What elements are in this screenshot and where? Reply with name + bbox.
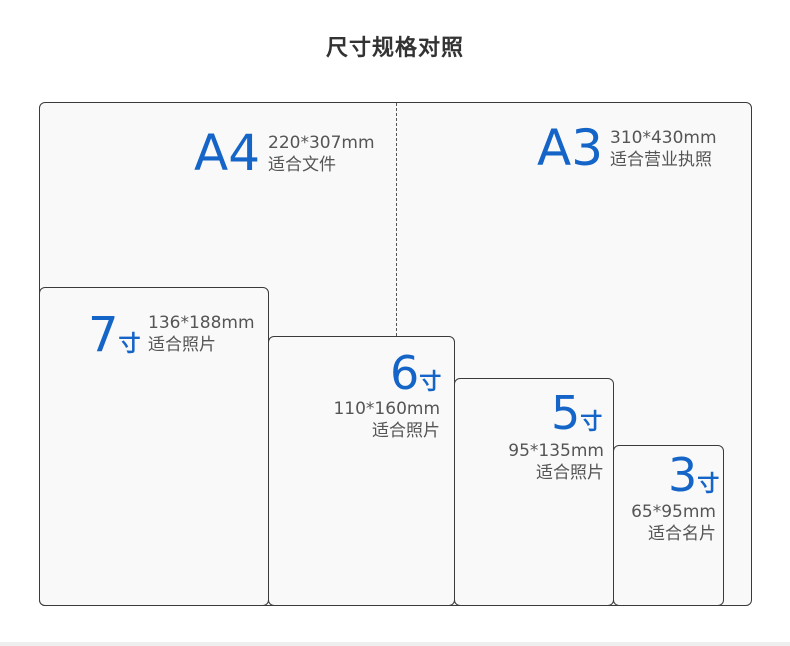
size-3-label: 3寸 — [668, 448, 720, 502]
a4-use: 适合文件 — [268, 155, 336, 175]
size-6-info: 110*160mm 适合照片 — [310, 398, 440, 442]
a3-label: A3 — [537, 119, 604, 177]
size-7-info: 136*188mm 适合照片 — [148, 312, 255, 356]
a4-boundary-dashed-line — [396, 103, 397, 336]
size-3-use: 适合名片 — [648, 524, 716, 544]
size-7-dims: 136*188mm — [148, 313, 255, 333]
a4-dims: 220*307mm — [268, 133, 375, 153]
size-3-dims: 65*95mm — [631, 502, 716, 522]
a3-dims: 310*430mm — [610, 128, 717, 148]
bottom-divider — [0, 642, 790, 646]
size-3-box — [613, 445, 724, 606]
size-7-label: 7寸 — [88, 307, 141, 363]
a4-label: A4 — [194, 124, 261, 182]
a3-use: 适合营业执照 — [610, 150, 712, 170]
size-6-dims: 110*160mm — [333, 399, 440, 419]
size-5-use: 适合照片 — [536, 463, 604, 483]
size-7-box — [39, 287, 269, 606]
size-5-info: 95*135mm 适合照片 — [484, 440, 604, 484]
size-6-label: 6寸 — [390, 346, 442, 400]
a4-info: 220*307mm 适合文件 — [268, 132, 375, 176]
size-5-dims: 95*135mm — [508, 441, 604, 461]
size-6-use: 适合照片 — [372, 421, 440, 441]
a3-info: 310*430mm 适合营业执照 — [610, 127, 717, 171]
size-3-info: 65*95mm 适合名片 — [614, 501, 716, 545]
size-5-label: 5寸 — [551, 386, 603, 440]
size-7-use: 适合照片 — [148, 335, 216, 355]
page-title: 尺寸规格对照 — [325, 36, 464, 61]
size-6-box — [268, 336, 455, 606]
size-5-box — [454, 378, 614, 606]
